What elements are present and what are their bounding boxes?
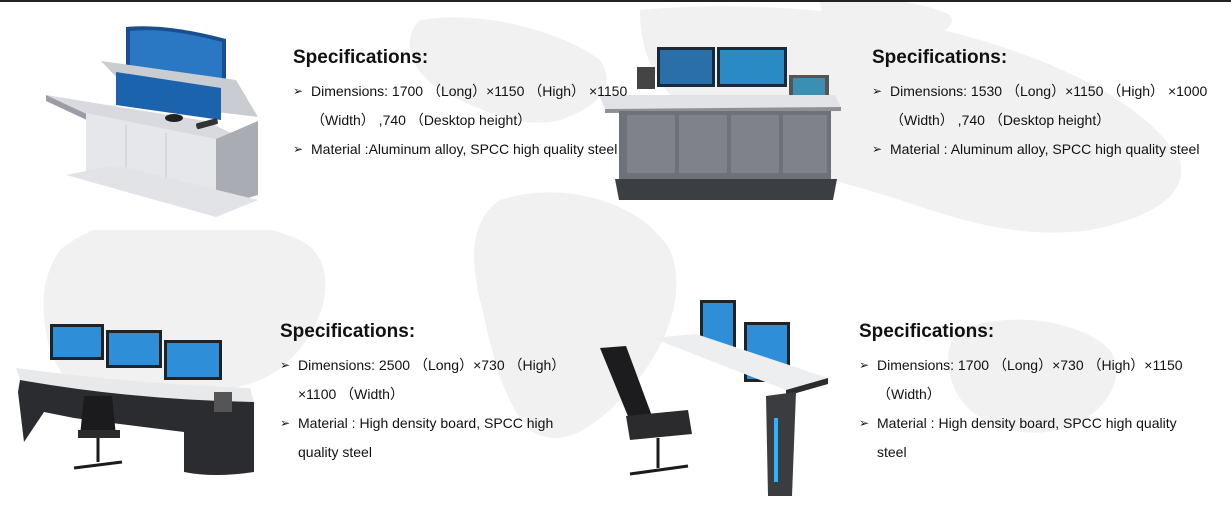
spec-block-4: Specifications: ➢Dimensions: 1700 （Long）… (859, 321, 1209, 467)
console-image-2 (599, 47, 841, 200)
spec-heading: Specifications: (293, 47, 429, 68)
arrow-bullet-icon: ➢ (859, 358, 870, 372)
arrow-bullet-icon: ➢ (872, 84, 883, 98)
spec-block-2: Specifications: ➢Dimensions: 1530 （Long）… (872, 47, 1220, 164)
console-image-4 (600, 300, 828, 496)
dimensions-item: ➢Dimensions: 1700 （Long）×1150 （High） ×11… (293, 77, 635, 135)
arrow-bullet-icon: ➢ (293, 142, 304, 156)
material-item: ➢Material : High density board, SPCC hig… (859, 409, 1209, 467)
material-item: ➢Material :Aluminum alloy, SPCC high qua… (293, 135, 635, 164)
spec-heading: Specifications: (280, 321, 416, 342)
arrow-bullet-icon: ➢ (280, 358, 291, 372)
top-rule (0, 0, 1231, 2)
arrow-bullet-icon: ➢ (293, 84, 304, 98)
arrow-bullet-icon: ➢ (859, 416, 870, 430)
spec-heading: Specifications: (859, 321, 995, 342)
arrow-bullet-icon: ➢ (872, 142, 883, 156)
spec-heading: Specifications: (872, 47, 1008, 68)
console-image-1 (46, 25, 276, 230)
material-item: ➢Material : Aluminum alloy, SPCC high qu… (872, 135, 1220, 164)
material-item: ➢Material : High density board, SPCC hig… (280, 409, 580, 467)
spec-block-3: Specifications: ➢Dimensions: 2500 （Long）… (280, 321, 580, 467)
dimensions-item: ➢Dimensions: 1530 （Long）×1150 （High） ×10… (872, 77, 1220, 135)
dimensions-item: ➢Dimensions: 2500 （Long）×730 （High） ×110… (280, 351, 580, 409)
arrow-bullet-icon: ➢ (280, 416, 291, 430)
console-image-3 (16, 324, 254, 475)
dimensions-item: ➢Dimensions: 1700 （Long）×730 （High）×1150… (859, 351, 1209, 409)
spec-block-1: Specifications: ➢Dimensions: 1700 （Long）… (293, 47, 635, 164)
